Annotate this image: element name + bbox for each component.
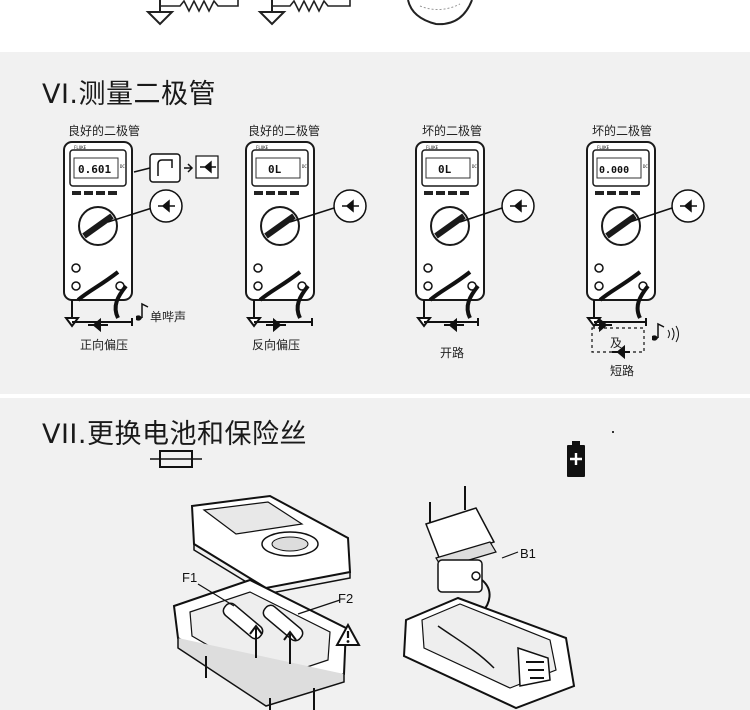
diode-test-overlays: [64, 153, 705, 360]
probe-circuit-1: [64, 270, 133, 333]
multimeter-panel-2: FLUKE 0L DC: [245, 141, 315, 301]
probe-circuit-2: [246, 270, 313, 333]
fuse-f2-label: F2: [338, 591, 354, 606]
resistor-icon: [272, 0, 351, 13]
fuse-replacement-illustration: [172, 494, 352, 710]
meter-unit: DC: [472, 164, 477, 169]
battery-replacement-illustration: [402, 486, 576, 710]
fuse-icon: [150, 450, 202, 468]
multimeter-panel-1: FLUKE 0.601 DC: [63, 141, 133, 301]
panel2-bottom-caption: 反向偏压: [252, 338, 301, 352]
meter-brand: FLUKE: [426, 145, 439, 150]
meter-brand: FLUKE: [597, 145, 610, 150]
meter-unit: DC: [643, 164, 648, 169]
diode-icon: [459, 189, 535, 223]
meter-unit: DC: [302, 164, 307, 169]
top-band: [0, 0, 750, 52]
section-divider: [0, 394, 750, 398]
multimeter-panel-4: FLUKE 0.000 DC: [586, 141, 656, 301]
meter-brand: FLUKE: [74, 145, 87, 150]
probe-circuit-4: [586, 270, 650, 360]
meter-reading: 0.000: [599, 165, 629, 176]
fuse-f1-label: F1: [182, 570, 198, 585]
warning-icon: [335, 623, 361, 646]
probe-circuit-3: [416, 270, 480, 333]
panel1-side-caption: 单哔声: [150, 310, 187, 324]
meter-brand: FLUKE: [256, 145, 269, 150]
panel4-top-caption: 坏的二极管: [592, 124, 653, 138]
panel1-bottom-caption: 正向偏压: [80, 338, 129, 352]
diode-icon: [289, 189, 367, 223]
diode-icon: [629, 189, 705, 223]
speaker-icon: [652, 322, 679, 343]
hand-button-icon: [133, 153, 219, 183]
panel3-bottom-caption: 开路: [440, 346, 465, 360]
panel4-bottom-caption-1: 及: [610, 336, 623, 350]
battery-b1-label: B1: [520, 546, 536, 561]
section-title-diode: VI.测量二极管: [42, 79, 217, 110]
meter-reading: 0L: [438, 163, 452, 176]
replace-section-background: [0, 398, 750, 710]
speaker-icon: [136, 302, 149, 321]
meter-reading: 0L: [268, 163, 282, 176]
meter-unit: DC: [120, 164, 125, 169]
stray-dot: [612, 431, 614, 433]
battery-icon: [567, 441, 585, 477]
panel1-top-caption: 良好的二极管: [68, 124, 141, 138]
previous-figure-remnant: [145, 0, 473, 26]
panel4-bottom-caption-2: 短路: [610, 364, 635, 378]
multimeter-panel-3: FLUKE 0L DC: [415, 141, 485, 301]
panel3-top-caption: 坏的二极管: [422, 124, 483, 138]
diode-icon: [107, 189, 183, 223]
panel2-top-caption: 良好的二极管: [248, 124, 321, 138]
meter-reading: 0.601: [78, 163, 111, 176]
resistor-icon: [160, 0, 239, 13]
section-title-replace: VII.更换电池和保险丝: [42, 419, 307, 450]
